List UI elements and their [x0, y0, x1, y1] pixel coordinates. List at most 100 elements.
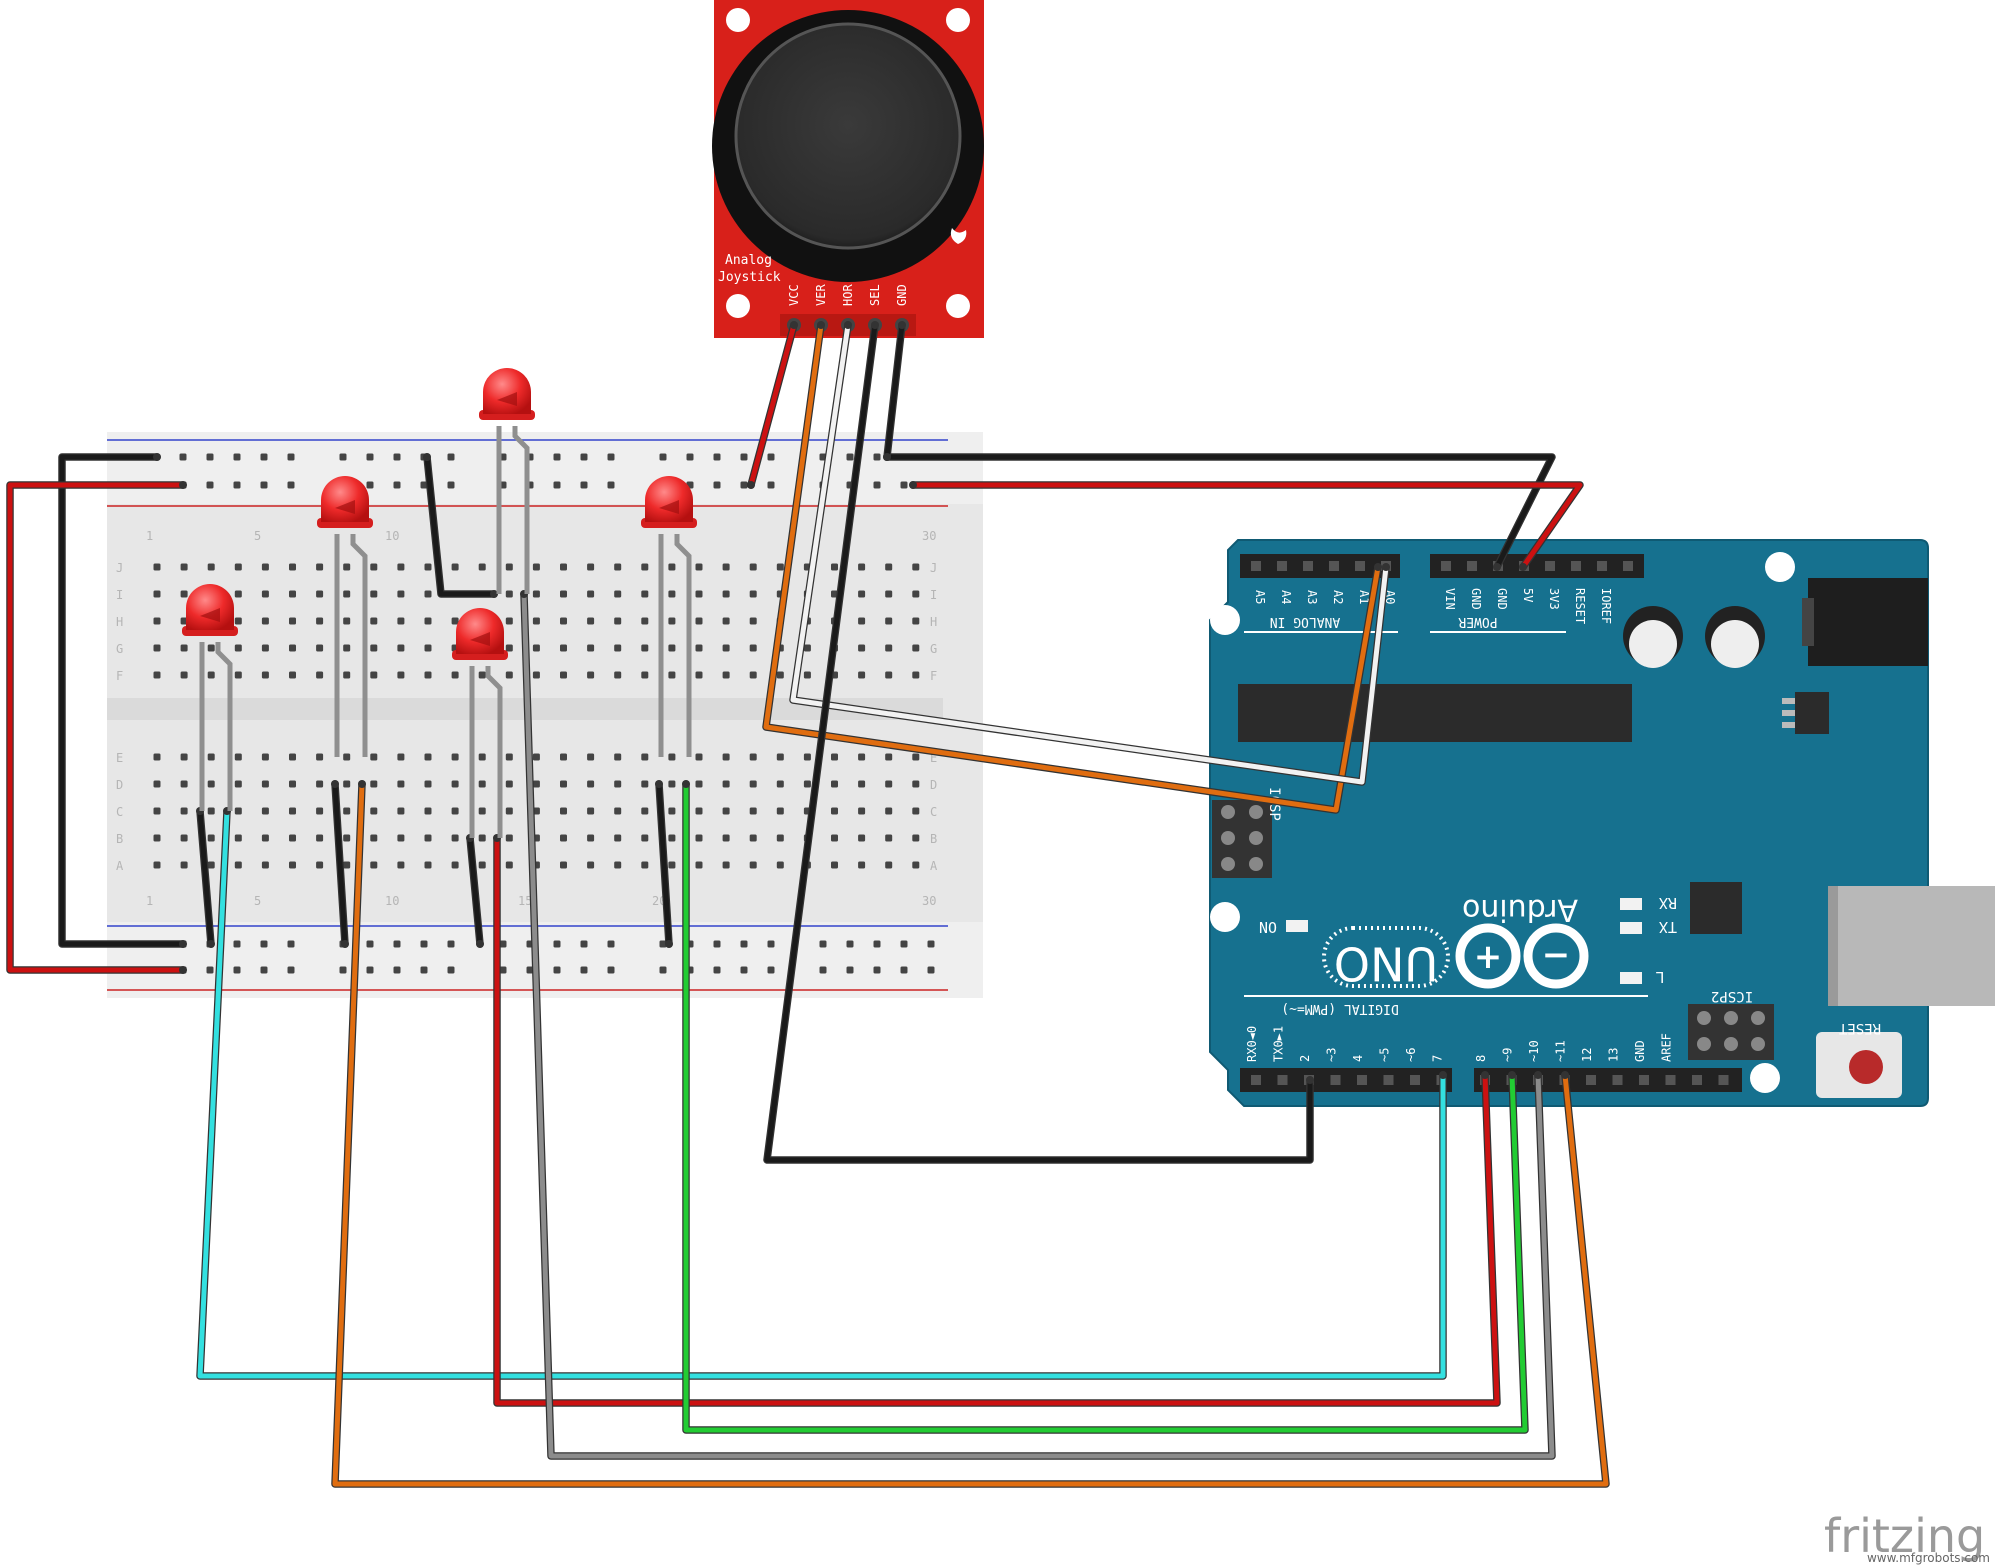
- wire-led5-gnd-end: [655, 780, 663, 788]
- breadboard-hole: [885, 644, 893, 652]
- breadboard-row-labels: J I H G F E D C B A J I H G F E D C B A: [116, 561, 938, 873]
- breadboard-hole: [912, 617, 920, 625]
- breadboard-hole: [316, 780, 324, 788]
- wire-joy-gnd-end: [898, 321, 906, 329]
- breadboard-hole: [560, 563, 567, 571]
- breadboard-hole: [234, 861, 242, 869]
- wire-joy-gnd-end: [883, 453, 891, 461]
- power-pin-label: 3V3: [1547, 588, 1561, 610]
- breadboard-hole: [343, 807, 351, 815]
- icsp-pin: [1249, 805, 1263, 819]
- rail-hole: [686, 453, 694, 461]
- icsp-pin: [1249, 831, 1263, 845]
- col-number-10-bottom: 10: [385, 894, 399, 908]
- tx-label: TX: [1659, 918, 1677, 936]
- rail-hole: [819, 940, 827, 948]
- breadboard-hole: [234, 753, 242, 761]
- breadboard-hole: [614, 590, 622, 598]
- breadboard-hole: [289, 834, 296, 842]
- led-1-die: [200, 608, 220, 622]
- arduino-brand-label: Arduino: [1462, 892, 1578, 927]
- breadboard-hole: [641, 807, 649, 815]
- rail-hole: [393, 940, 401, 948]
- digital-pin-label: 2: [1298, 1055, 1312, 1062]
- analog-pin-label: A1: [1357, 590, 1371, 604]
- breadboard-hole: [885, 861, 893, 869]
- rail-hole: [287, 453, 295, 461]
- breadboard-hole: [397, 780, 405, 788]
- breadboard-hole: [831, 753, 838, 761]
- led-5-anode: [674, 534, 692, 757]
- watermark-text: www.mfgrobots.com: [1867, 1551, 1990, 1565]
- breadboard-hole: [261, 861, 269, 869]
- wire-arduino-5v-end: [909, 481, 917, 489]
- top-power-rail: [107, 432, 983, 504]
- breadboard-hole: [858, 807, 866, 815]
- breadboard-hole: [641, 617, 649, 625]
- breadboard-hole: [153, 563, 161, 571]
- led-3-dome: [456, 608, 504, 654]
- breadboard-hole: [261, 671, 269, 679]
- wire-jumper-ground: [424, 454, 497, 597]
- breadboard-hole: [858, 617, 866, 625]
- breadboard-hole: [289, 753, 296, 761]
- breadboard-hole: [749, 671, 757, 679]
- breadboard-hole: [776, 753, 784, 761]
- reset-button-cap[interactable]: [1849, 1050, 1883, 1084]
- breadboard-hole: [153, 644, 161, 652]
- arduino-uno-board: + − UNO Arduino ANALOG IN POWER DIGITAL …: [1209, 539, 1995, 1107]
- row-letter-e-right: E: [930, 751, 937, 765]
- breadboard-hole: [370, 807, 378, 815]
- rail-hole: [873, 966, 881, 974]
- wire-joy-hor-end: [1382, 563, 1390, 571]
- breadboard-hole: [316, 644, 324, 652]
- breadboard-hole: [532, 590, 540, 598]
- mount-hole-1: [1210, 605, 1240, 635]
- rail-hole: [607, 481, 615, 489]
- rail-hole: [713, 940, 721, 948]
- breadboard-hole: [560, 807, 567, 815]
- rail-hole: [580, 940, 588, 948]
- breadboard-hole: [451, 671, 459, 679]
- breadboard-hole: [668, 617, 676, 625]
- wire-jumper-ground-end: [423, 453, 431, 461]
- breadboard-hole: [668, 861, 676, 869]
- voltage-regulator: [1795, 692, 1829, 734]
- wire-joy-sel-end: [871, 321, 879, 329]
- row-letter-h-right: H: [930, 615, 937, 629]
- joystick-knob[interactable]: [734, 22, 962, 250]
- rail-hole: [927, 940, 935, 948]
- rail-hole: [339, 453, 347, 461]
- breadboard-hole: [587, 671, 595, 679]
- rail-hole: [420, 940, 428, 948]
- breadboard-hole: [370, 671, 378, 679]
- breadboard-hole: [532, 780, 540, 788]
- breadboard-hole: [885, 807, 893, 815]
- wire-led3-gnd: [467, 835, 483, 947]
- analog-pin: [1303, 561, 1313, 571]
- breadboard-hole: [749, 861, 757, 869]
- led-2-dome: [321, 476, 369, 522]
- digital-pin: [1692, 1075, 1702, 1085]
- breadboard-hole: [451, 753, 459, 761]
- rail-hole: [846, 453, 854, 461]
- breadboard-hole: [505, 590, 513, 598]
- breadboard-hole: [560, 861, 567, 869]
- rail-hole: [819, 966, 827, 974]
- breadboard-hole: [478, 834, 486, 842]
- breadboard-hole: [397, 834, 405, 842]
- digital-label: DIGITAL (PWM=~): [1281, 1001, 1398, 1016]
- breadboard-hole: [424, 563, 432, 571]
- digital-pin-label: 13: [1607, 1048, 1621, 1062]
- wire-joy-hor-end: [844, 321, 852, 329]
- breadboard-hole: [261, 780, 269, 788]
- breadboard-hole: [505, 617, 513, 625]
- digital-pin: [1383, 1075, 1394, 1085]
- breadboard-hole: [505, 780, 513, 788]
- wire-joy-sel-end: [1306, 1076, 1314, 1084]
- rail-hole: [580, 481, 588, 489]
- breadboard-hole: [234, 780, 242, 788]
- wire-led2-gnd: [332, 781, 348, 947]
- wire-arduino-gnd-end: [1493, 563, 1501, 571]
- breadboard-hole: [370, 617, 378, 625]
